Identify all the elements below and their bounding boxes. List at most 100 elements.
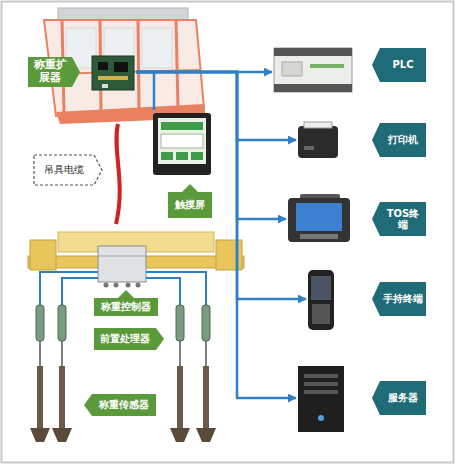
screen-button [191,152,203,160]
sensor-foot [170,428,190,442]
circuit-board [92,56,134,90]
drive-bay [304,382,338,386]
label-box: 吊具电缆 [34,155,102,185]
label-outline [84,394,156,416]
device-label: 打印机 [296,115,426,165]
callout-label: 触摸屏 [150,110,214,220]
sensor-foot [52,428,72,442]
label-outline [372,202,426,236]
label-box: PLC [372,48,426,82]
terminal-screen [296,203,342,231]
spreader-cable [116,124,120,224]
device-label: 手持终端 [306,266,426,332]
server-body [298,366,344,432]
callout-label: 前置处理器 [94,328,164,350]
load-sensor [177,366,183,428]
screen-button [161,152,173,160]
controller-box [98,246,146,282]
label-text: 称重控制器 [101,301,151,313]
callout-label: 称重扩展器 [28,52,136,92]
label-outline [372,123,426,157]
label-outline [28,57,80,87]
sensor-wire [62,278,98,305]
label-text: 手持终端 [383,293,423,305]
screen-bezel [153,113,211,175]
sensor-lead [39,341,41,366]
cable-gland [126,283,131,288]
label-box: 触摸屏 [168,184,212,218]
tos-terminal-device [288,194,350,242]
label-text: 打印机 [388,134,418,146]
handheld-body [308,270,334,330]
label-text: TOS终端 [382,208,424,231]
load-sensor [203,366,209,428]
callout-label: 称重控制器 [94,290,158,316]
cable-gland [104,283,109,288]
label-box: 称重传感器 [84,394,156,416]
label-box: 手持终端 [372,282,426,316]
preprocessor [176,305,184,341]
drive-bay [304,390,338,394]
pin-header [98,76,128,80]
device-label: PLC [272,42,426,98]
terminal-strip [274,84,352,92]
sensor-lead [179,341,181,366]
label-outline [94,290,158,316]
plc-device [274,48,352,92]
label-text: 吊具电缆 [44,164,84,176]
chip [98,62,108,70]
printer-device [298,122,338,158]
terminal-body [288,198,350,242]
label-text: PLC [392,59,413,71]
expander-board [92,56,134,90]
terminal-strip [274,48,352,56]
cab-post [138,20,139,110]
plc-panel [282,62,302,76]
preprocessor [58,305,66,341]
cab-window [142,28,172,68]
label-outline [168,184,212,218]
printer-paper [304,122,332,128]
cable-gland [114,283,119,288]
label-text: 触摸屏 [175,199,205,211]
device-label: 服务器 [296,362,426,434]
sensor-lead [61,341,63,366]
sensor-foot [196,428,216,442]
label-text: 称重扩展器 [30,59,70,84]
screen-bar [161,122,203,130]
cab-roof [58,8,188,20]
label-box: TOS终端 [372,202,426,236]
printer-button [304,146,314,150]
sensor-lead [205,341,207,366]
spreader-end [30,240,56,270]
label-text: 服务器 [388,392,418,404]
sensor-foot [30,428,50,442]
label-text: 称重传感器 [99,399,149,411]
weighing-controller [98,246,146,288]
load-sensor [37,366,43,428]
label-box: 打印机 [372,123,426,157]
spreader-end [216,240,242,270]
bus-connector [136,72,286,219]
label-outline [34,155,102,185]
callout-label: 吊具电缆 [34,155,102,185]
power-led [318,415,324,421]
preprocessor [202,305,210,341]
bus-connector [136,72,306,299]
label-outline [94,328,164,350]
bus-connector [136,71,272,74]
connector [102,84,108,88]
label-text: 前置处理器 [100,333,150,345]
screen-button [176,152,188,160]
preprocessor [36,305,44,341]
handheld-device [308,270,334,330]
screen-display [158,118,206,164]
label-outline [372,48,426,82]
sensor-wire [40,272,98,305]
bus-connector [136,72,296,140]
device-label: TOS终端 [286,192,426,246]
cab-post [176,20,178,108]
handheld-screen [311,276,331,300]
label-box: 称重控制器 [94,290,158,316]
